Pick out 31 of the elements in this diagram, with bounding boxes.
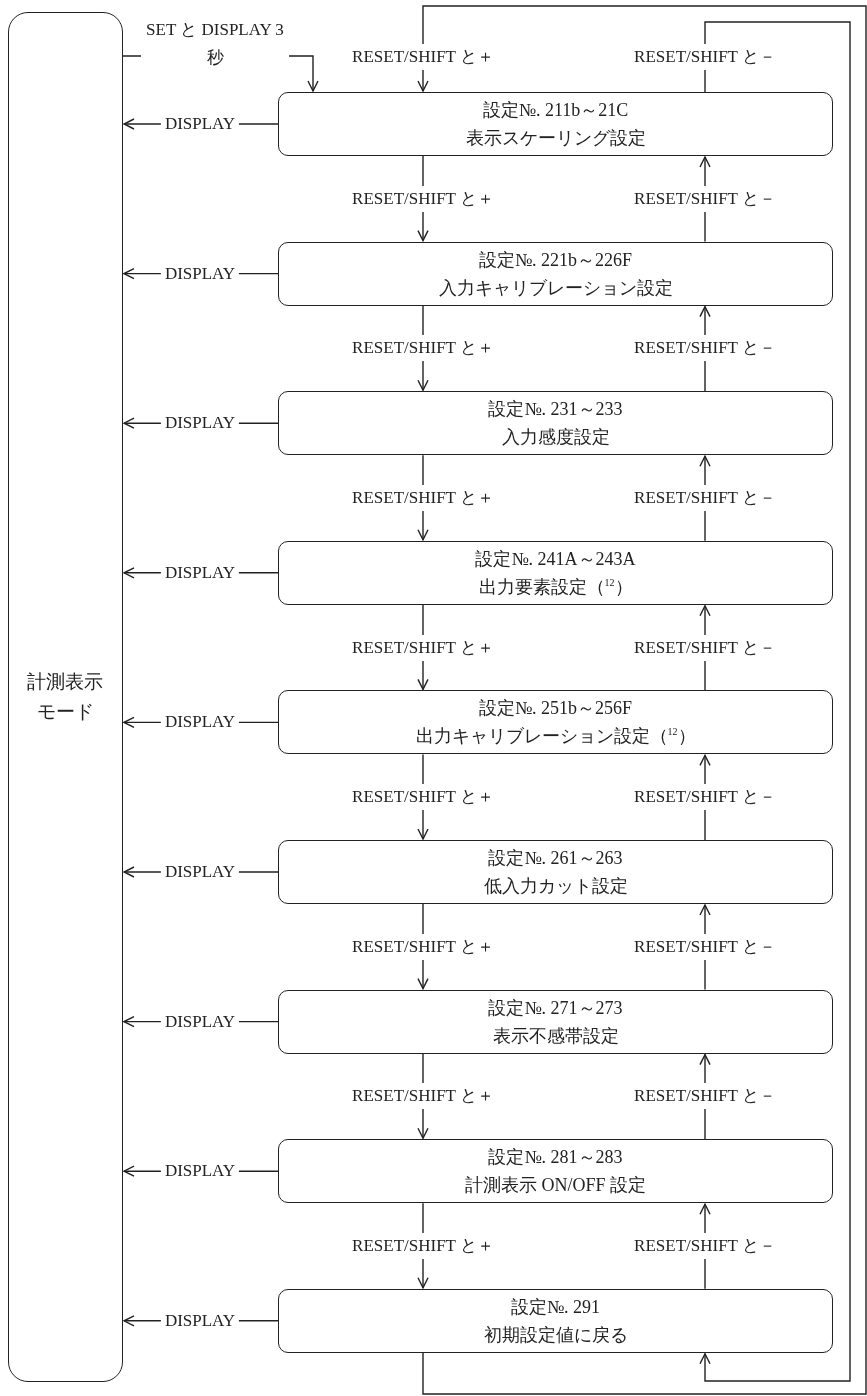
process-box [278,92,833,156]
process-box [278,989,833,1054]
process-box [278,1139,833,1204]
process-box [278,840,833,904]
mode-label: 計測表示モード [26,670,105,724]
setting-name: 入力感度設定 [501,426,610,450]
setting-name: 表示不感帯設定 [492,1024,619,1048]
setting-name: 出力キャリブレーション設定（$^{12}$） [415,725,696,749]
setting-number: 設定№. 211b～21C [482,99,629,122]
setting-name: 計測表示 ON/OFF 設定 [465,1174,646,1198]
arrow [417,5,867,1395]
process-box [278,1288,833,1353]
setting-name: 低入力カット設定 [483,875,628,898]
setting-number: 設定№. 271～273 [488,996,623,1020]
setting-number: 設定№. 291 [510,1295,601,1319]
setting-name: 入力キャリブレーション設定 [438,276,673,300]
setting-name: 表示スケーリング設定 [465,127,646,150]
process-box [278,690,833,755]
setting-name: 初期設定値に戻る [483,1323,628,1347]
setting-number: 設定№. 231～233 [488,398,623,422]
setting-number: 設定№. 281～283 [488,1146,623,1170]
process-box [278,540,833,605]
process-box [278,391,833,456]
process-box [278,241,833,306]
arrow [699,21,851,1382]
setting-number: 設定№. 241A～243A [475,547,636,571]
setting-number: 設定№. 261～263 [488,847,623,870]
mode-box [8,12,123,1382]
setting-number: 設定№. 251b～256F [478,697,633,721]
setting-name: 出力要素設定（$^{12}$） [478,575,633,599]
setting-number: 設定№. 221b～226F [478,248,633,272]
